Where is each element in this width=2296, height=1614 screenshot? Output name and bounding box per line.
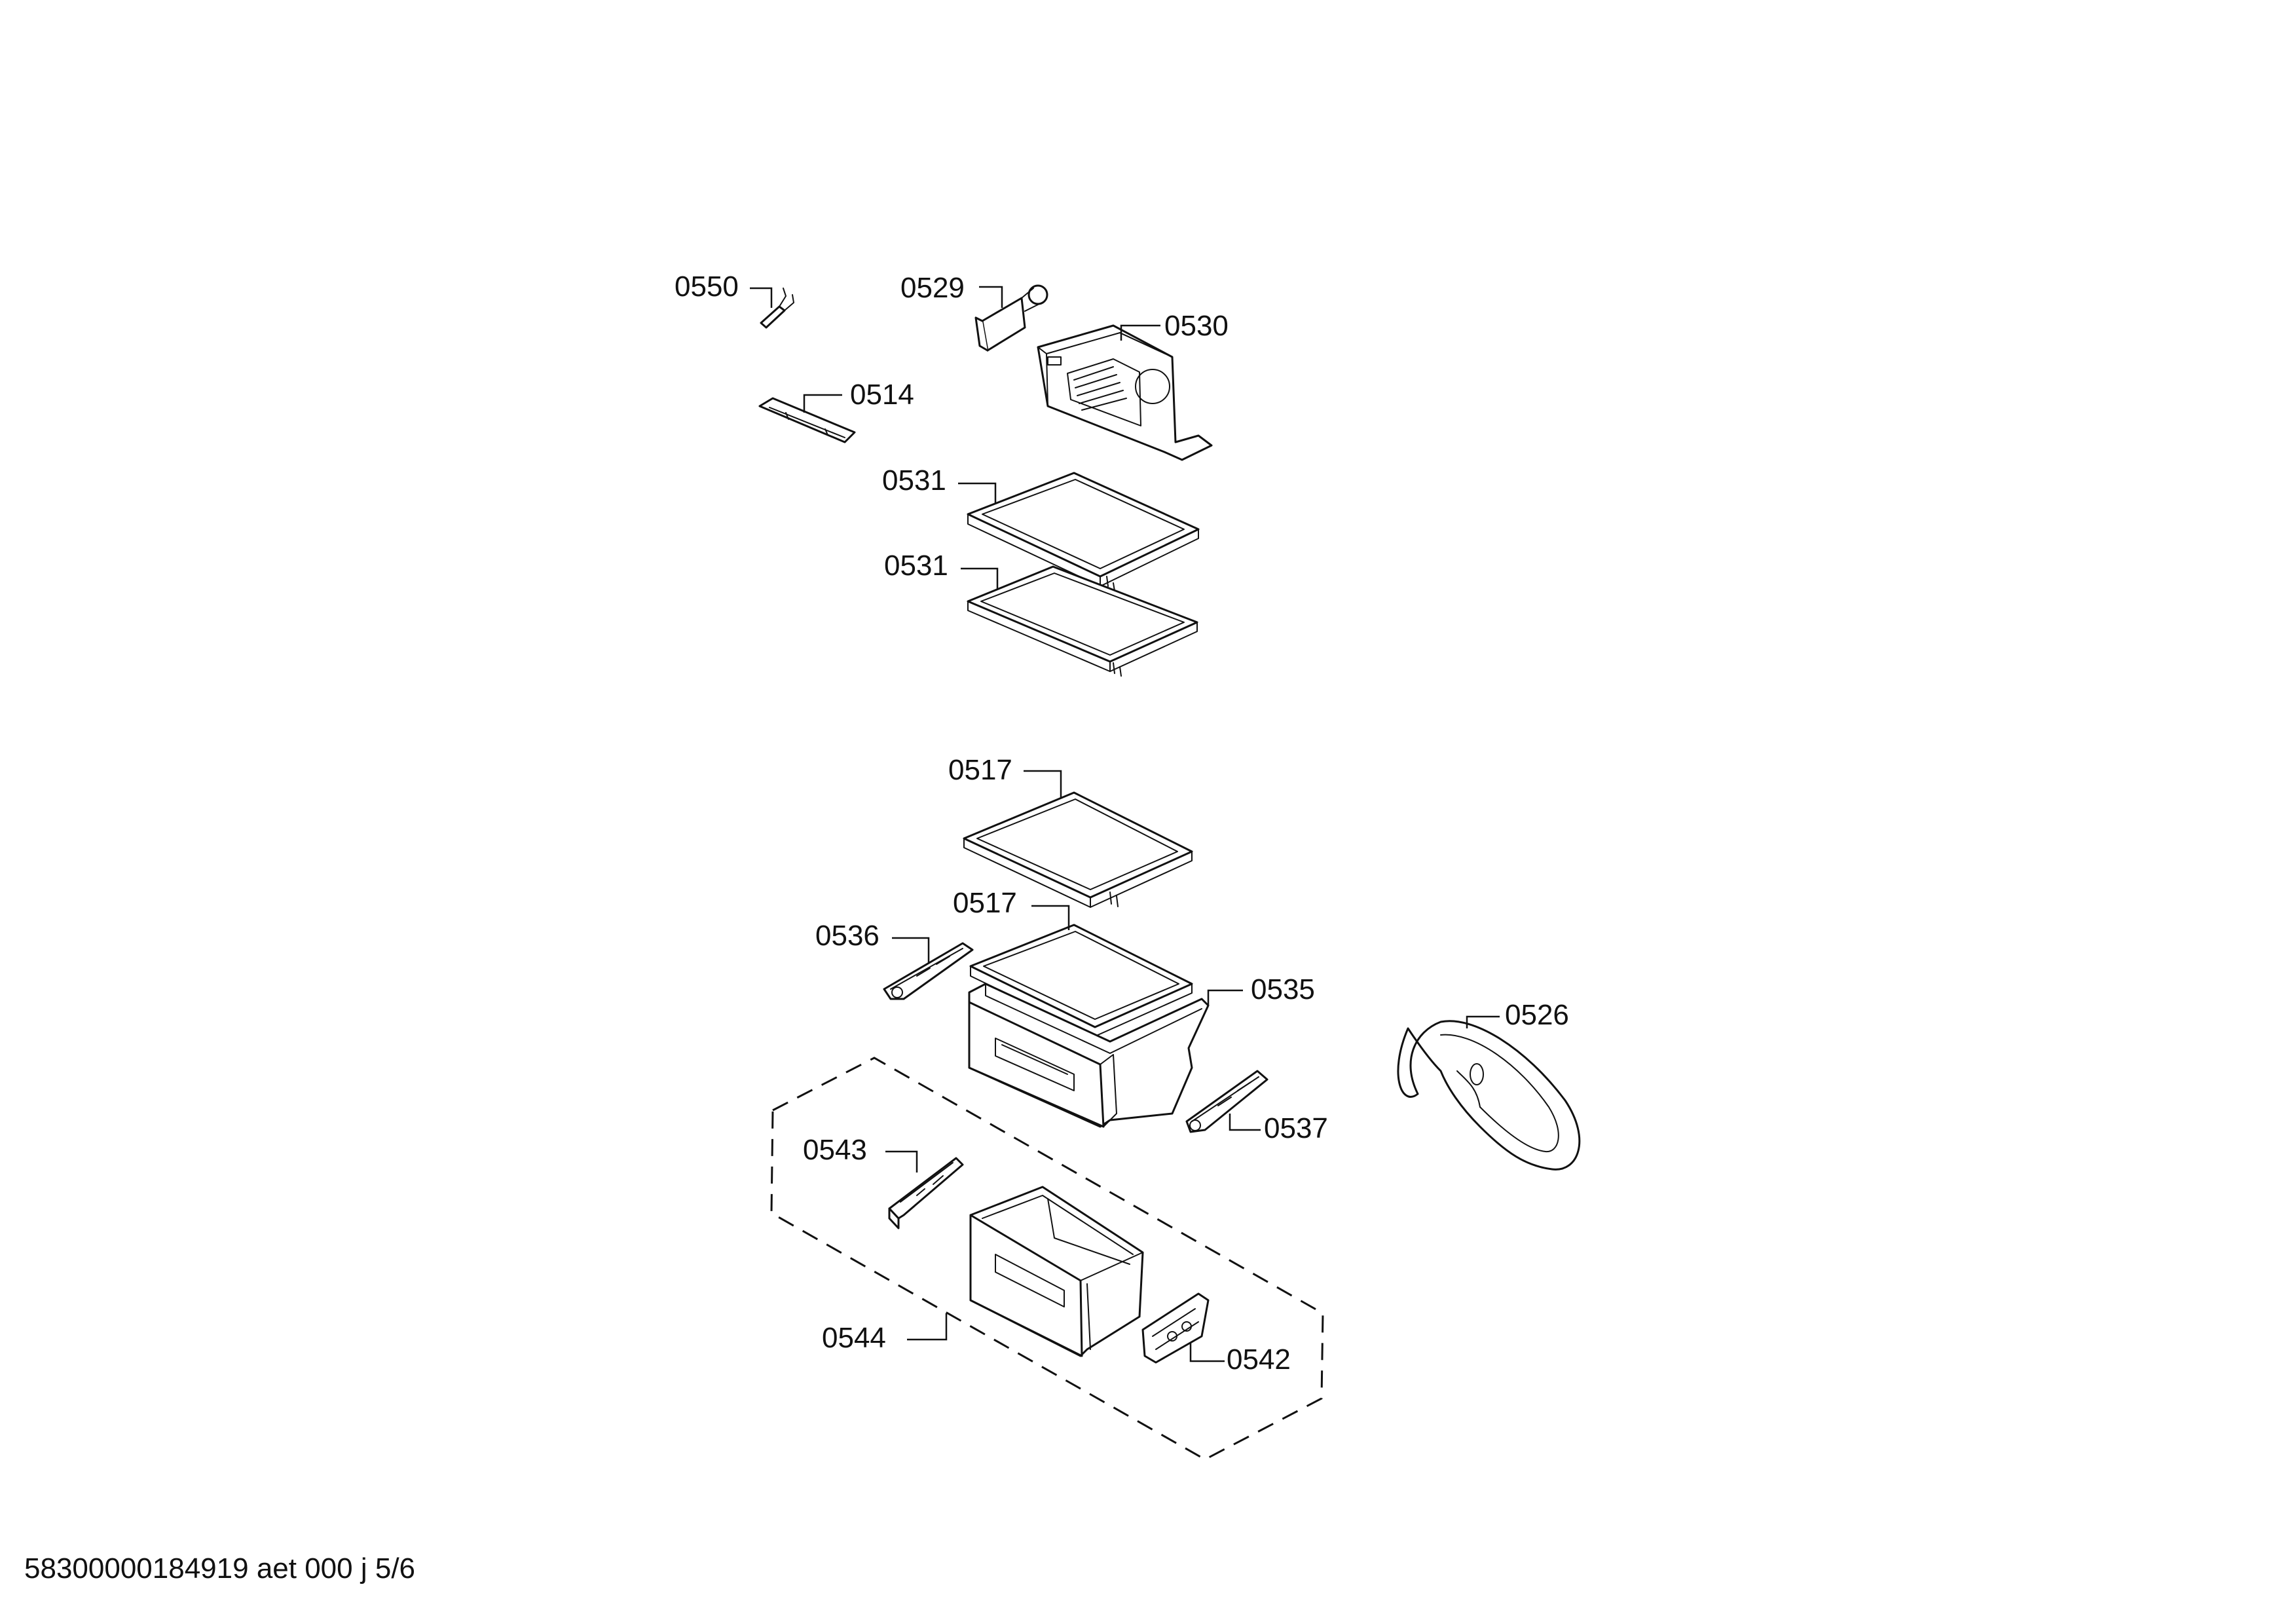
part-label: 0542 (1227, 1343, 1291, 1376)
part-0531-lower-drawing (967, 565, 1198, 677)
document-reference: 58300000184919 aet 000 j 5/6 (24, 1552, 416, 1585)
part-0529-drawing (974, 284, 1048, 352)
part-0517-upper-drawing (963, 791, 1193, 908)
part-0531-upper-drawing (967, 472, 1200, 591)
part-label: 0517 (948, 754, 1012, 786)
part-0537-drawing (1185, 1070, 1268, 1133)
part-label: 0530 (1164, 310, 1229, 342)
part-label: 0531 (882, 464, 946, 497)
part-label: 0514 (850, 379, 914, 411)
part-label: 0544 (822, 1322, 886, 1354)
part-0530-drawing (1037, 324, 1213, 461)
leader-lines (750, 286, 1500, 1362)
part-label: 0543 (803, 1134, 867, 1166)
part-label: 0550 (675, 271, 739, 303)
part-label: 0536 (815, 920, 880, 952)
part-0514-drawing (758, 397, 856, 443)
part-label: 0529 (900, 272, 965, 304)
part-label: 0531 (884, 550, 948, 582)
part-label: 0535 (1251, 973, 1315, 1005)
part-0542-drawing (1141, 1292, 1210, 1364)
part-0543-drawing (888, 1157, 964, 1229)
part-0526-drawing (1397, 1020, 1581, 1171)
part-label: 0537 (1264, 1112, 1328, 1144)
part-0535-drawing (968, 983, 1210, 1128)
part-0544-drawing (969, 1186, 1144, 1357)
part-0536-drawing (883, 942, 974, 1000)
part-labels: 0550 0529 0530 0514 0531 0531 0517 0517 … (675, 271, 1569, 1376)
part-label: 0526 (1505, 999, 1569, 1031)
part-0550-drawing (760, 288, 794, 329)
optional-assembly-boundary (770, 1057, 1324, 1461)
part-label: 0517 (953, 887, 1017, 919)
